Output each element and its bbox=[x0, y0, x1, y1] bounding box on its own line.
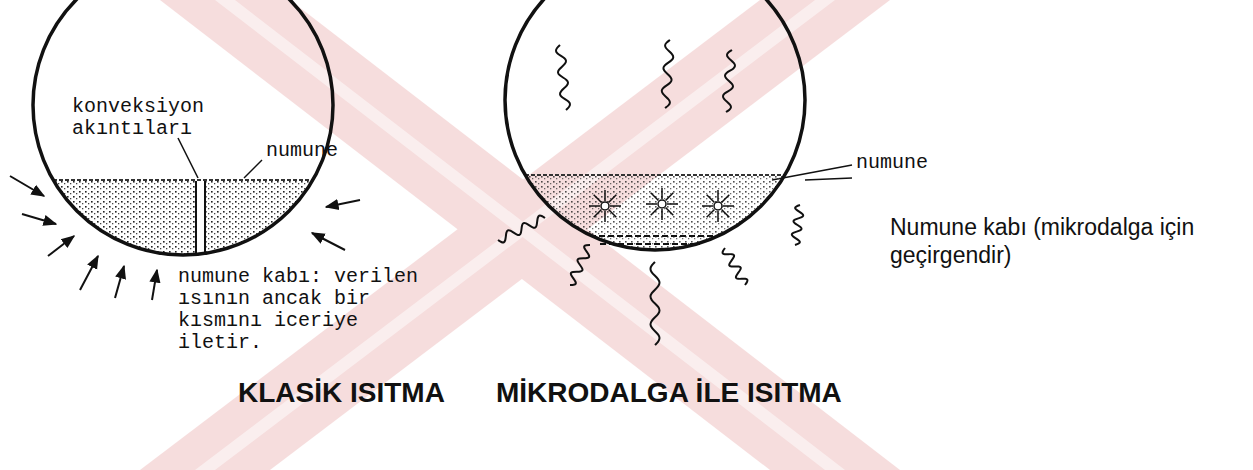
figure-title: MİKRODALGA İLE ISITMA bbox=[496, 378, 916, 409]
wave-ray bbox=[650, 262, 659, 345]
molecule-motif bbox=[646, 188, 678, 220]
callout-label: konveksiyon akıntıları bbox=[72, 96, 222, 140]
wave-ray bbox=[723, 248, 748, 285]
wave-ray bbox=[723, 50, 735, 112]
wave-ray bbox=[792, 205, 803, 245]
molecule-motif bbox=[589, 190, 621, 222]
microwave-flask bbox=[505, 0, 805, 250]
classic-flask bbox=[33, 0, 333, 255]
callout-label: numune bbox=[856, 152, 966, 174]
wave-ray bbox=[662, 40, 674, 108]
leader-lines bbox=[178, 138, 852, 180]
callout-label: numune bbox=[266, 140, 376, 162]
figure-title: KLASİK ISITMA bbox=[238, 378, 478, 409]
molecule-motif bbox=[702, 190, 734, 222]
note-text: numune kabı: verilen ısının ancak bir kı… bbox=[178, 266, 448, 354]
wave-ray bbox=[570, 245, 590, 285]
note-text: Numune kabı (mikrodalga için geçirgendir… bbox=[890, 214, 1240, 269]
wave-ray bbox=[498, 216, 545, 243]
wave-ray bbox=[556, 45, 570, 110]
microwave-rays bbox=[498, 40, 803, 345]
